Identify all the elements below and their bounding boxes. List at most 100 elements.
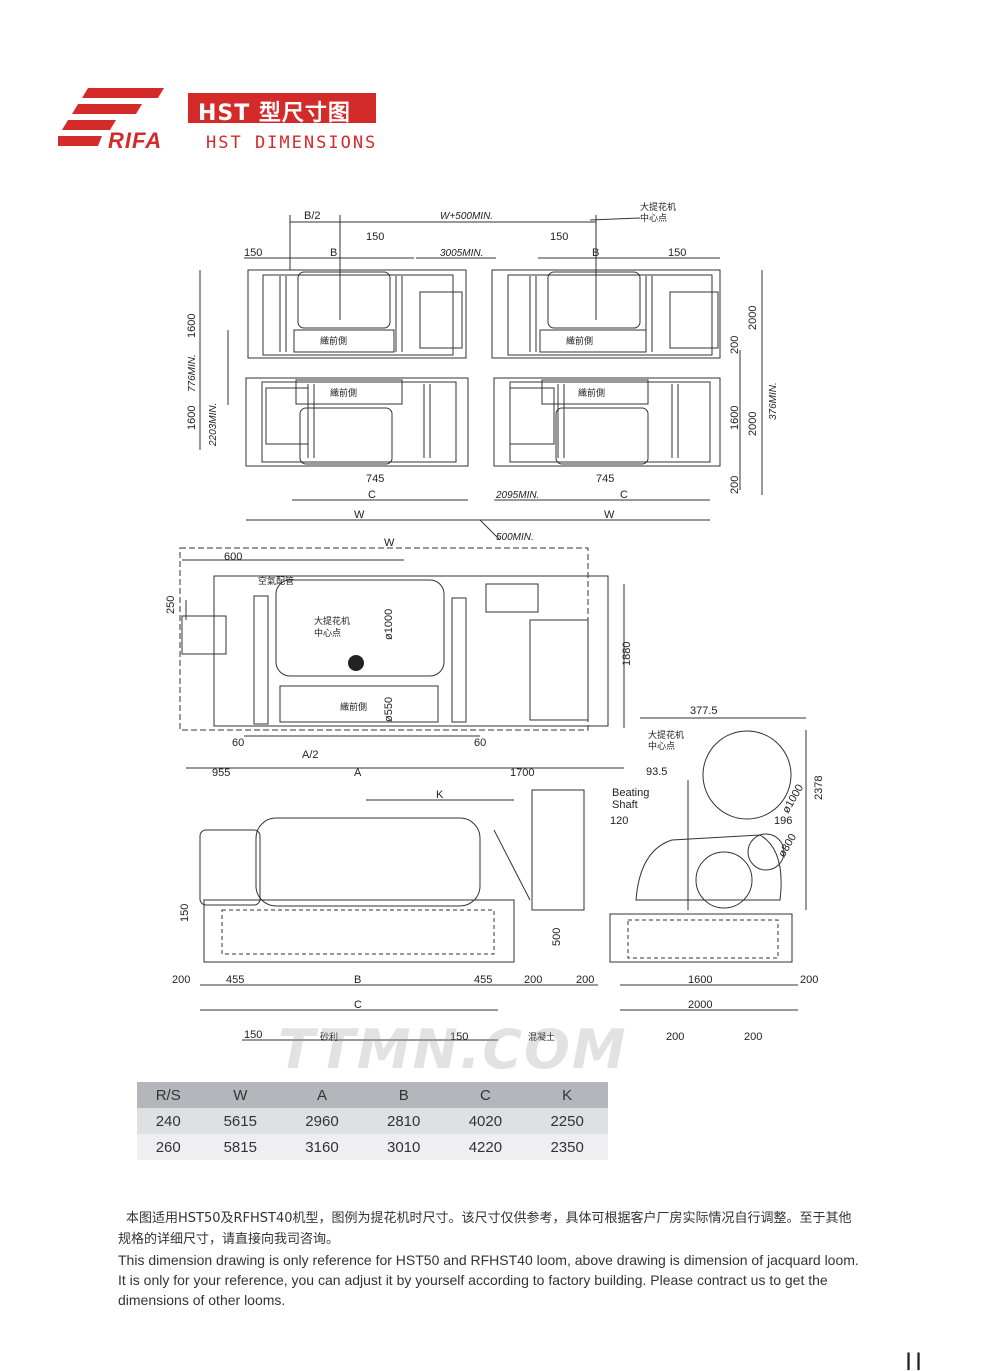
dim-120: 120: [610, 815, 628, 827]
foundation: [203, 899, 515, 963]
loom-outline-tr: [491, 269, 721, 359]
dim-200-front-a: 200: [172, 974, 190, 986]
dim-150-front-b: 150: [244, 1029, 262, 1041]
dim-a-half: A/2: [302, 749, 319, 761]
dim-w-1: W: [354, 509, 365, 521]
dim-250: 250: [165, 596, 177, 614]
dim-150-front-c: 150: [450, 1031, 468, 1043]
label-center-plan: 大提花机: [640, 201, 676, 213]
loom-outline-bl: [245, 377, 469, 467]
table-header-row: R/S W A B C K: [137, 1082, 608, 1108]
label-air-pipe: 空氣配管: [258, 575, 294, 587]
col-w: W: [199, 1082, 282, 1108]
dim-60-b: 60: [474, 737, 486, 749]
dim-150-b: 150: [550, 231, 568, 243]
dimension-drawing: B/2 W+500MIN. 大提花机 中心点 150 150 150 150 B…: [165, 201, 825, 1043]
loom-outline-tl: [247, 269, 467, 359]
dim-745-b: 745: [596, 473, 614, 485]
dim-3005: 3005MIN.: [440, 248, 483, 259]
dim-1600-side: 1600: [688, 974, 712, 986]
jacquard-center-mark: [348, 655, 364, 671]
label-front-3: 織前側: [330, 387, 357, 399]
cell-k: 2350: [526, 1134, 608, 1160]
label-front-4: 織前側: [578, 387, 605, 399]
loom-outline-br: [493, 377, 721, 467]
dim-1600-a: 1600: [186, 314, 198, 338]
dim-b-half: B/2: [304, 210, 321, 222]
page-title-en: HST DIMENSIONS: [206, 133, 378, 153]
dim-200-side-c: 200: [666, 1031, 684, 1043]
label-center-side: 大提花机: [648, 729, 684, 741]
col-k: K: [526, 1082, 608, 1108]
dim-200-side-a: 200: [576, 974, 594, 986]
dim-200-b: 200: [729, 476, 741, 494]
logo-text: RIFA: [108, 128, 163, 153]
table-row: 240 5615 2960 2810 4020 2250: [137, 1108, 608, 1134]
dim-200-side-d: 200: [744, 1031, 762, 1043]
dim-1600-b: 1600: [186, 406, 198, 430]
label-beating: Beating: [612, 787, 649, 799]
dim-b-1: B: [330, 247, 337, 259]
cell-w: 5615: [199, 1108, 282, 1134]
label-front-top: 織前側: [340, 701, 367, 713]
cell-b: 2810: [362, 1108, 445, 1134]
dim-c-front: C: [354, 999, 362, 1011]
dim-196: 196: [774, 815, 792, 827]
dim-150-d: 150: [668, 247, 686, 259]
col-c: C: [444, 1082, 527, 1108]
dim-2378: 2378: [813, 776, 825, 800]
cell-c: 4020: [444, 1108, 527, 1134]
dim-745-a: 745: [366, 473, 384, 485]
dim-776: 776MIN.: [187, 354, 198, 392]
label-sand: 砂利: [320, 1031, 338, 1043]
dim-k: K: [436, 789, 444, 801]
svg-text:中心点: 中心点: [640, 212, 667, 224]
dim-w-2: W: [604, 509, 615, 521]
dim-d800: ø800: [776, 832, 799, 860]
cell-k: 2250: [526, 1108, 608, 1134]
label-front-2: 織前側: [566, 335, 593, 347]
dim-d1000-top: ø1000: [383, 609, 395, 640]
dim-1880: 1880: [621, 642, 633, 666]
svg-text:中心点: 中心点: [648, 740, 675, 752]
dim-150-a: 150: [366, 231, 384, 243]
dim-2000-a: 2000: [747, 306, 759, 330]
cell-w: 5815: [199, 1134, 282, 1160]
dim-955: 955: [212, 767, 230, 779]
col-a: A: [281, 1082, 363, 1108]
table-row: 260 5815 3160 3010 4220 2350: [137, 1134, 608, 1160]
page-title-cn: HST 型尺寸图: [198, 101, 351, 126]
dim-b-2: B: [592, 247, 599, 259]
dim-w-top: W: [384, 537, 395, 549]
col-rs: R/S: [137, 1082, 200, 1108]
dim-500-front: 500: [551, 928, 563, 946]
label-concrete: 混凝土: [528, 1031, 555, 1043]
label-shaft: Shaft: [612, 799, 638, 811]
dim-455-a: 455: [226, 974, 244, 986]
dim-455-b: 455: [474, 974, 492, 986]
dim-200-side-b: 200: [800, 974, 818, 986]
dim-2203: 2203MIN.: [208, 403, 219, 447]
dim-c-1: C: [368, 489, 376, 501]
dim-200-a: 200: [729, 336, 741, 354]
dim-c-2: C: [620, 489, 628, 501]
dim-w-500: W+500MIN.: [440, 211, 493, 222]
dim-200-front-b: 200: [524, 974, 542, 986]
dim-600: 600: [224, 551, 242, 563]
cell-a: 2960: [281, 1108, 363, 1134]
dim-1600-c: 1600: [729, 406, 741, 430]
page-number-mark: | |: [906, 1350, 922, 1370]
note-chinese: 本图适用HST50及RFHST40机型，图例为提花机时尺寸。该尺寸仅供参考，具体…: [118, 1211, 852, 1247]
dim-2000-side: 2000: [688, 999, 712, 1011]
dim-60-a: 60: [232, 737, 244, 749]
cell-rs: 260: [137, 1134, 200, 1160]
dim-2000-b: 2000: [747, 412, 759, 436]
cell-a: 3160: [281, 1134, 363, 1160]
dim-d550: ø550: [383, 697, 395, 722]
label-front-1: 織前側: [320, 335, 347, 347]
dim-a: A: [354, 767, 362, 779]
title-banner: [188, 93, 376, 123]
dim-500: 500MIN.: [496, 532, 534, 543]
rifa-logo: [58, 88, 164, 146]
dimension-table: R/S W A B C K 240 5615 2960 2810 4020 22…: [137, 1082, 608, 1160]
